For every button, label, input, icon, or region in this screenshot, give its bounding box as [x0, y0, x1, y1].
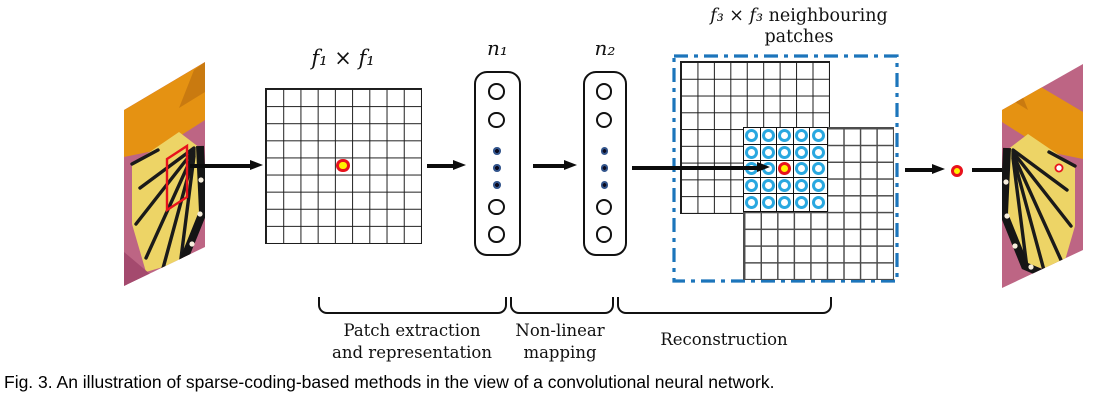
- neuron-circle: [595, 83, 613, 100]
- input-center-pixel-marker: [336, 158, 350, 172]
- recon-label-line1: f₃ × f₃ neighbouring: [690, 6, 908, 27]
- neuron-circle: [488, 111, 505, 129]
- ellipsis-dot: [600, 181, 609, 189]
- neuron-circle: [488, 226, 505, 243]
- recon-region-label: f₃ × f₃ neighbouring patches: [690, 6, 908, 48]
- stage2-line1: Non-linear: [515, 321, 605, 340]
- neighbour-patch-circle: [745, 145, 759, 159]
- neighbour-patch-circle: [794, 162, 808, 176]
- neighbour-patch-circle: [745, 195, 759, 209]
- stage1-line1: Patch extraction: [343, 321, 481, 340]
- output-pixel-on-image: [1054, 163, 1064, 173]
- neighbour-patch-circle: [761, 129, 775, 143]
- neuron-circle: [595, 111, 613, 129]
- ellipsis-dot: [600, 147, 609, 155]
- neuron-circle: [488, 83, 505, 100]
- neighbour-patch-circle: [794, 145, 808, 159]
- sample-patch-outline: [165, 143, 189, 213]
- brace-stage1: [318, 297, 507, 314]
- neuron-circle: [595, 226, 613, 243]
- stage3-line1: Reconstruction: [660, 330, 788, 349]
- overlap-cell: [744, 194, 761, 211]
- overlap-cell: [793, 177, 810, 194]
- overlap-cell: [760, 144, 777, 161]
- overlap-cell: [760, 177, 777, 194]
- overlap-cell: [777, 144, 794, 161]
- brace-stage2: [510, 297, 614, 314]
- neuron-circle: [488, 198, 505, 216]
- flow-arrow-5: [905, 164, 945, 174]
- neighbour-patch-circle: [761, 145, 775, 159]
- input-patch-size-label: f₁ × f₁: [311, 46, 375, 70]
- flow-arrow-4: [632, 162, 770, 172]
- neighbour-patch-circle: [778, 195, 792, 209]
- ellipsis-dot: [493, 181, 501, 189]
- overlap-cell: [810, 161, 827, 178]
- overlap-cell: [777, 128, 794, 145]
- neighbour-patch-circle: [811, 129, 825, 143]
- overlap-cell: [777, 177, 794, 194]
- overlap-cell: [793, 128, 810, 145]
- neighbour-patch-circle: [745, 129, 759, 143]
- output-butterfly-image: [1002, 64, 1083, 288]
- overlap-cell: [760, 128, 777, 145]
- neighbour-patch-circle: [811, 195, 825, 209]
- neighbour-patch-circle: [811, 162, 825, 176]
- n2-label: n₂: [594, 36, 616, 60]
- overlap-cell: [744, 144, 761, 161]
- flow-arrow-2: [427, 160, 466, 170]
- ellipsis-dot: [600, 164, 609, 172]
- recon-neighbouring-text: neighbouring: [763, 6, 888, 26]
- brace-stage3: [617, 297, 832, 314]
- overlap-cell: [793, 161, 810, 178]
- flow-arrow-1: [190, 160, 263, 170]
- neighbour-patch-circle: [778, 145, 792, 159]
- input-butterfly-image: [124, 62, 205, 288]
- figure-caption: Fig. 3. An illustration of sparse-coding…: [4, 372, 775, 392]
- hidden-layer-n1: [474, 71, 521, 256]
- overlap-cell: [793, 144, 810, 161]
- overlap-cell: [777, 161, 794, 178]
- n1-label: n₁: [487, 36, 508, 60]
- ellipsis-dot: [493, 147, 501, 155]
- neighbour-patch-circle: [778, 178, 792, 192]
- neighbour-patch-circle: [745, 178, 759, 192]
- overlap-cell: [810, 128, 827, 145]
- neighbour-patch-circle: [778, 129, 792, 143]
- overlap-cell: [794, 194, 810, 211]
- overlap-cell: [810, 178, 827, 194]
- recon-center-pixel-marker: [778, 162, 792, 176]
- output-pixel-circle: [951, 164, 963, 177]
- neuron-circle: [595, 198, 613, 216]
- ellipsis-dot: [493, 164, 501, 172]
- overlap-cell: [744, 177, 761, 194]
- neighbour-patch-circle: [794, 195, 808, 209]
- flow-arrow-3: [533, 160, 577, 170]
- neighbour-patch-circle: [794, 178, 808, 192]
- stage1-label: Patch extraction and representation: [312, 320, 512, 364]
- recon-label-line2: patches: [764, 27, 834, 47]
- neighbour-patch-circle: [761, 178, 775, 192]
- stage3-label: Reconstruction: [639, 329, 809, 351]
- neighbour-patch-circle: [811, 145, 825, 159]
- overlap-cell: [777, 194, 794, 211]
- neighbour-patch-circle: [761, 195, 775, 209]
- overlap-cell: [810, 145, 827, 161]
- neighbour-patch-circle: [794, 129, 808, 143]
- overlap-cell: [761, 194, 777, 211]
- recon-f3-math: f₃ × f₃: [710, 6, 764, 26]
- neighbour-patch-circle: [811, 178, 825, 192]
- hidden-layer-n2: [583, 71, 627, 256]
- overlap-cell: [744, 128, 761, 145]
- stage1-line2: and representation: [332, 343, 492, 362]
- overlap-cell: [810, 194, 827, 211]
- stage2-line2: mapping: [523, 343, 597, 362]
- stage2-label: Non-linear mapping: [505, 320, 615, 364]
